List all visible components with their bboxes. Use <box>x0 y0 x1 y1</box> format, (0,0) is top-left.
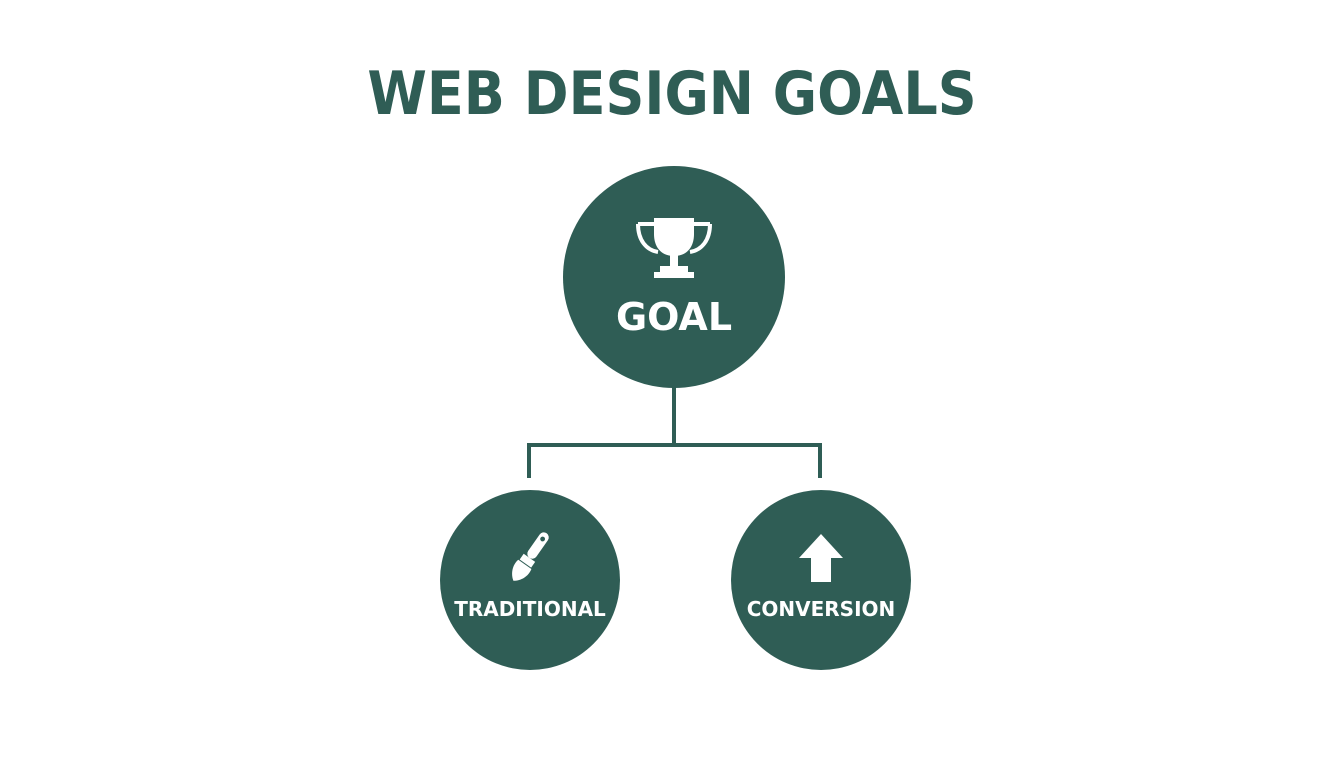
paintbrush-icon <box>512 532 549 581</box>
traditional-label: TRADITIONAL <box>454 597 606 621</box>
conversion-label: CONVERSION <box>746 597 896 621</box>
goal-label: GOAL <box>615 295 733 339</box>
goal-node: GOAL <box>563 166 785 388</box>
traditional-node: TRADITIONAL <box>440 490 620 670</box>
arrow-up-icon <box>799 534 843 582</box>
trophy-icon <box>636 218 712 278</box>
diagram-title: WEB DESIGN GOALS <box>367 59 977 129</box>
conversion-node: CONVERSION <box>731 490 911 670</box>
